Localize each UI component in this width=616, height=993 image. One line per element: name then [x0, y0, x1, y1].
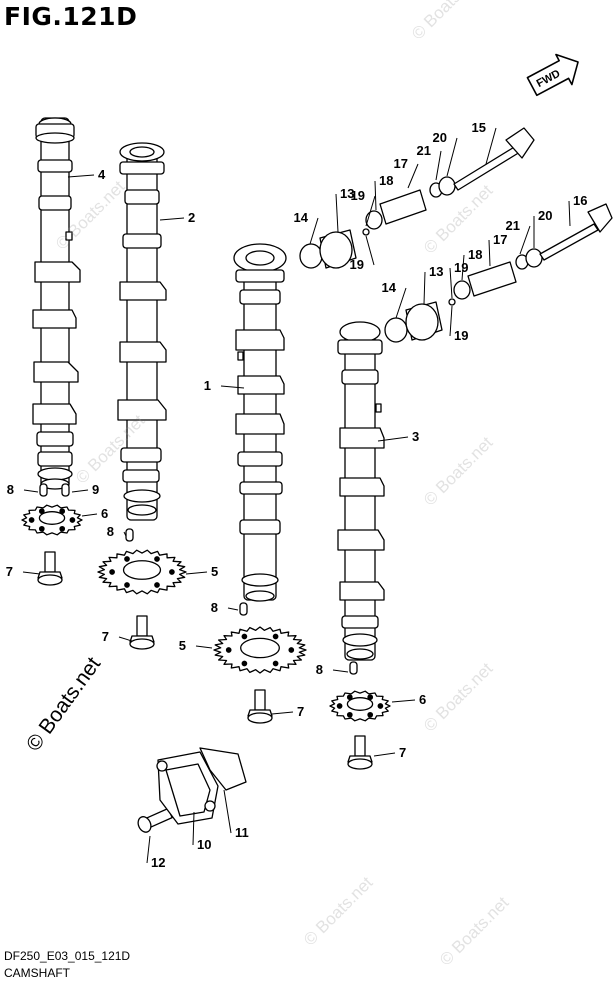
leader-line	[23, 489, 39, 493]
leader-line	[309, 217, 319, 245]
callout-label: 1	[204, 378, 211, 393]
leader-line	[220, 385, 245, 389]
camshaft-3	[337, 321, 385, 661]
callout-label: 17	[394, 156, 408, 171]
callout-label: 9	[92, 482, 99, 497]
sprocket-gear	[213, 626, 307, 674]
callout-label: 14	[294, 210, 309, 225]
fwd-arrow-icon: FWD	[526, 53, 579, 97]
callout-label: 19	[350, 257, 364, 272]
callout-label: 6	[101, 506, 108, 521]
callout-label: 3	[412, 429, 419, 444]
leader-line	[365, 195, 376, 227]
callout-label: 4	[98, 167, 106, 182]
callout-label: 8	[7, 482, 14, 497]
leader-line	[332, 669, 349, 673]
figure-title: FIG.121D	[4, 2, 138, 31]
valve-train-lower	[384, 203, 613, 343]
leader-line	[373, 752, 396, 757]
section-title: CAMSHAFT	[4, 966, 70, 980]
callout-label: 19	[351, 188, 365, 203]
leader-line	[185, 571, 208, 575]
leader-line	[423, 271, 426, 305]
leader-line	[192, 811, 195, 846]
callout-label: 18	[379, 173, 393, 188]
camshaft-4	[32, 117, 81, 490]
callout-label: 7	[297, 704, 304, 719]
sprocket-gear	[329, 690, 391, 722]
leader-line	[488, 239, 491, 267]
leader-line	[446, 137, 458, 177]
cover-and-gasket	[156, 747, 247, 825]
leader-line	[71, 489, 89, 493]
leader-line	[377, 436, 409, 442]
leader-line	[374, 180, 377, 211]
callout-label: 14	[382, 280, 397, 295]
leader-line	[271, 711, 294, 715]
callout-label: 20	[433, 130, 447, 145]
leader-line	[195, 645, 213, 649]
valve-train-upper	[299, 127, 535, 269]
callout-label: 11	[235, 825, 249, 840]
callout-label: 7	[102, 629, 109, 644]
callout-label: 7	[6, 564, 13, 579]
bolts	[37, 551, 373, 833]
callout-label: 6	[419, 692, 426, 707]
drawing-code: DF250_E03_015_121D	[4, 949, 131, 963]
callout-label: 18	[468, 247, 482, 262]
leader-line	[485, 127, 497, 165]
callout-label: 17	[493, 232, 507, 247]
leader-line	[407, 163, 419, 189]
leader-line	[449, 305, 453, 337]
callout-label: 21	[506, 218, 520, 233]
leader-line	[81, 513, 98, 517]
leader-lines	[22, 127, 571, 864]
leader-line	[22, 571, 41, 575]
callout-label: 8	[316, 662, 323, 677]
callout-label: 8	[211, 600, 218, 615]
callout-label: 2	[188, 210, 195, 225]
leader-line	[227, 607, 239, 611]
leader-line	[435, 150, 442, 181]
leader-line	[568, 200, 571, 227]
leader-line	[461, 254, 465, 281]
leader-line	[123, 531, 127, 537]
callout-label: 19	[454, 328, 468, 343]
callout-label: 10	[197, 837, 211, 852]
leader-line	[449, 267, 453, 299]
camshaft-1	[233, 243, 287, 602]
leader-line	[118, 636, 133, 642]
leader-line	[391, 699, 416, 703]
callout-label: 13	[340, 186, 354, 201]
callout-label: 13	[429, 264, 443, 279]
dowel-pins	[39, 483, 358, 675]
leader-line	[335, 193, 339, 233]
leader-line	[146, 835, 151, 864]
leader-line	[519, 225, 531, 255]
callout-label: 5	[211, 564, 218, 579]
callout-label: 12	[151, 855, 165, 870]
sprocket-gear	[97, 549, 187, 595]
callout-label: 19	[454, 260, 468, 275]
sprockets	[21, 504, 391, 722]
callout-label: 15	[472, 120, 486, 135]
callout-label: 21	[417, 143, 431, 158]
leader-line	[159, 217, 185, 221]
callout-label: 5	[179, 638, 186, 653]
sprocket-gear	[21, 504, 83, 536]
leader-line	[365, 235, 375, 266]
callout-label: 7	[399, 745, 406, 760]
callout-label: 16	[573, 193, 587, 208]
callout-label: 8	[107, 524, 114, 539]
leader-line	[67, 174, 95, 178]
leader-line	[223, 789, 232, 834]
callout-label: 20	[538, 208, 552, 223]
leader-line	[395, 287, 407, 319]
camshaft-2	[117, 142, 167, 521]
